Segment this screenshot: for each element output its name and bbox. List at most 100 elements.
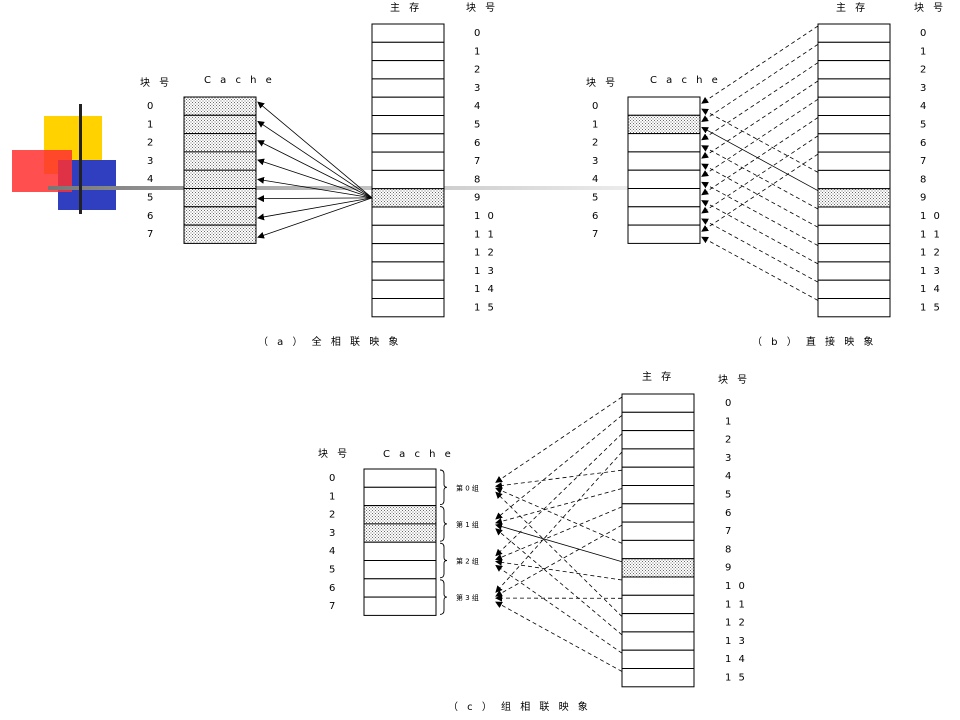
group-brace	[439, 469, 448, 506]
cache-block	[183, 114, 257, 135]
memory-block	[817, 78, 891, 98]
cache-block-label: 3	[592, 156, 600, 167]
memory-block	[817, 151, 891, 171]
memory-block	[817, 133, 891, 153]
cache-block	[183, 96, 257, 116]
memory-block	[621, 594, 695, 615]
cache-block-label: 2	[147, 138, 155, 149]
mapping-arrow-dashed	[495, 491, 623, 617]
cache-block-label: 7	[592, 229, 600, 240]
mapping-arrow-dashed	[495, 396, 623, 483]
cache-block-label: 6	[592, 211, 600, 222]
mapping-arrow-dashed	[495, 524, 623, 597]
memory-block-label: 8	[725, 544, 733, 555]
memory-block	[621, 539, 695, 560]
memory-block-label: 9	[725, 563, 733, 574]
cache-block-label: 0	[329, 473, 337, 484]
cache-title: C a c h e	[204, 75, 275, 86]
group-label: 第 2 组	[456, 557, 479, 566]
memory-block-header: 块 号	[914, 2, 946, 14]
memory-block	[817, 243, 891, 263]
mapping-arrow-dashed	[701, 80, 819, 159]
memory-block-label: 3	[725, 453, 733, 464]
group-label: 第 3 组	[456, 593, 479, 602]
memory-block-label: 1 0	[474, 211, 496, 222]
deco-gray-bar	[48, 186, 630, 190]
group-label: 第 0 组	[456, 483, 479, 492]
memory-block-label: 1 3	[725, 636, 747, 647]
mapping-arrow-dashed	[495, 564, 623, 654]
memory-block	[817, 23, 891, 43]
mapping-arrow-dashed	[495, 528, 623, 636]
mapping-arrow-dashed	[701, 236, 819, 301]
memory-block-label: 7	[920, 156, 928, 167]
cache-block	[627, 96, 701, 116]
cache-block	[363, 468, 437, 488]
memory-block	[621, 649, 695, 670]
mapping-arrow	[257, 176, 373, 199]
cache-block-label: 2	[592, 138, 600, 149]
memory-block-label: 1 1	[920, 229, 942, 240]
cache-block-label: 5	[329, 565, 337, 576]
memory-block	[621, 411, 695, 432]
caption: （ a ） 全 相 联 映 象	[258, 335, 401, 348]
memory-block	[817, 169, 891, 190]
cache-block	[183, 206, 257, 226]
memory-block-label: 1 1	[474, 229, 496, 240]
memory-block-label: 1 5	[920, 303, 942, 314]
memory-block	[371, 78, 445, 98]
memory-block	[817, 279, 891, 300]
cache-block-label: 3	[147, 156, 155, 167]
cache-block-header: 块 号	[586, 77, 618, 89]
memory-block-label: 2	[474, 65, 482, 76]
mapping-arrow-dashed	[495, 414, 623, 520]
memory-block-label: 1	[725, 416, 733, 427]
memory-title: 主 存	[642, 370, 674, 383]
mapping-arrow	[701, 126, 819, 192]
cache-block	[183, 224, 257, 244]
memory-block	[371, 298, 445, 318]
cache-block	[363, 560, 437, 580]
memory-block	[817, 115, 891, 135]
memory-block-label: 1 4	[920, 284, 942, 295]
memory-block-label: 1 3	[474, 266, 496, 277]
memory-block-label: 5	[474, 120, 482, 131]
panel-set-associative: 主 存块 号C a c h e块 号（ c ） 组 相 联 映 象0123456…	[318, 370, 747, 713]
memory-block-label: 6	[920, 138, 928, 149]
cache-block	[627, 133, 701, 153]
caption: （ c ） 组 相 联 映 象	[448, 700, 591, 713]
memory-block	[371, 279, 445, 300]
memory-block-label: 3	[474, 83, 482, 94]
memory-block	[621, 613, 695, 633]
memory-block-header: 块 号	[466, 2, 498, 14]
memory-block-label: 7	[725, 526, 733, 537]
memory-block	[371, 23, 445, 43]
cache-block-label: 3	[329, 528, 337, 539]
mapping-arrow-dashed	[701, 145, 819, 210]
memory-block-label: 5	[725, 490, 733, 501]
memory-block-label: 1 4	[725, 654, 747, 665]
mapping-arrow-dashed	[701, 135, 819, 214]
mapping-arrow-dashed	[701, 108, 819, 173]
cache-block-header: 块 号	[140, 77, 172, 89]
memory-block-label: 9	[920, 193, 928, 204]
mapping-arrow-dashed	[495, 433, 623, 557]
memory-block	[621, 430, 695, 450]
cache-block-label: 1	[592, 119, 600, 130]
mapping-arrow	[257, 140, 373, 199]
cache-block	[183, 151, 257, 171]
cache-block	[183, 133, 257, 153]
memory-block-label: 1 3	[920, 266, 942, 277]
panel-direct-mapped: 主 存块 号C a c h e块 号（ b ） 直 接 映 象012345670…	[586, 1, 946, 348]
memory-block-label: 4	[474, 101, 482, 112]
memory-block	[817, 224, 891, 245]
cache-block-label: 7	[329, 601, 337, 612]
memory-block-label: 1 0	[920, 211, 942, 222]
mapping-arrow-dashed	[701, 25, 819, 104]
cache-block	[183, 169, 257, 189]
mapping-arrow	[257, 195, 373, 203]
mapping-arrow	[257, 120, 373, 199]
cache-block-label: 1	[329, 491, 337, 502]
mapping-arrow-dashed	[701, 117, 819, 196]
memory-block-label: 1 5	[725, 673, 747, 684]
